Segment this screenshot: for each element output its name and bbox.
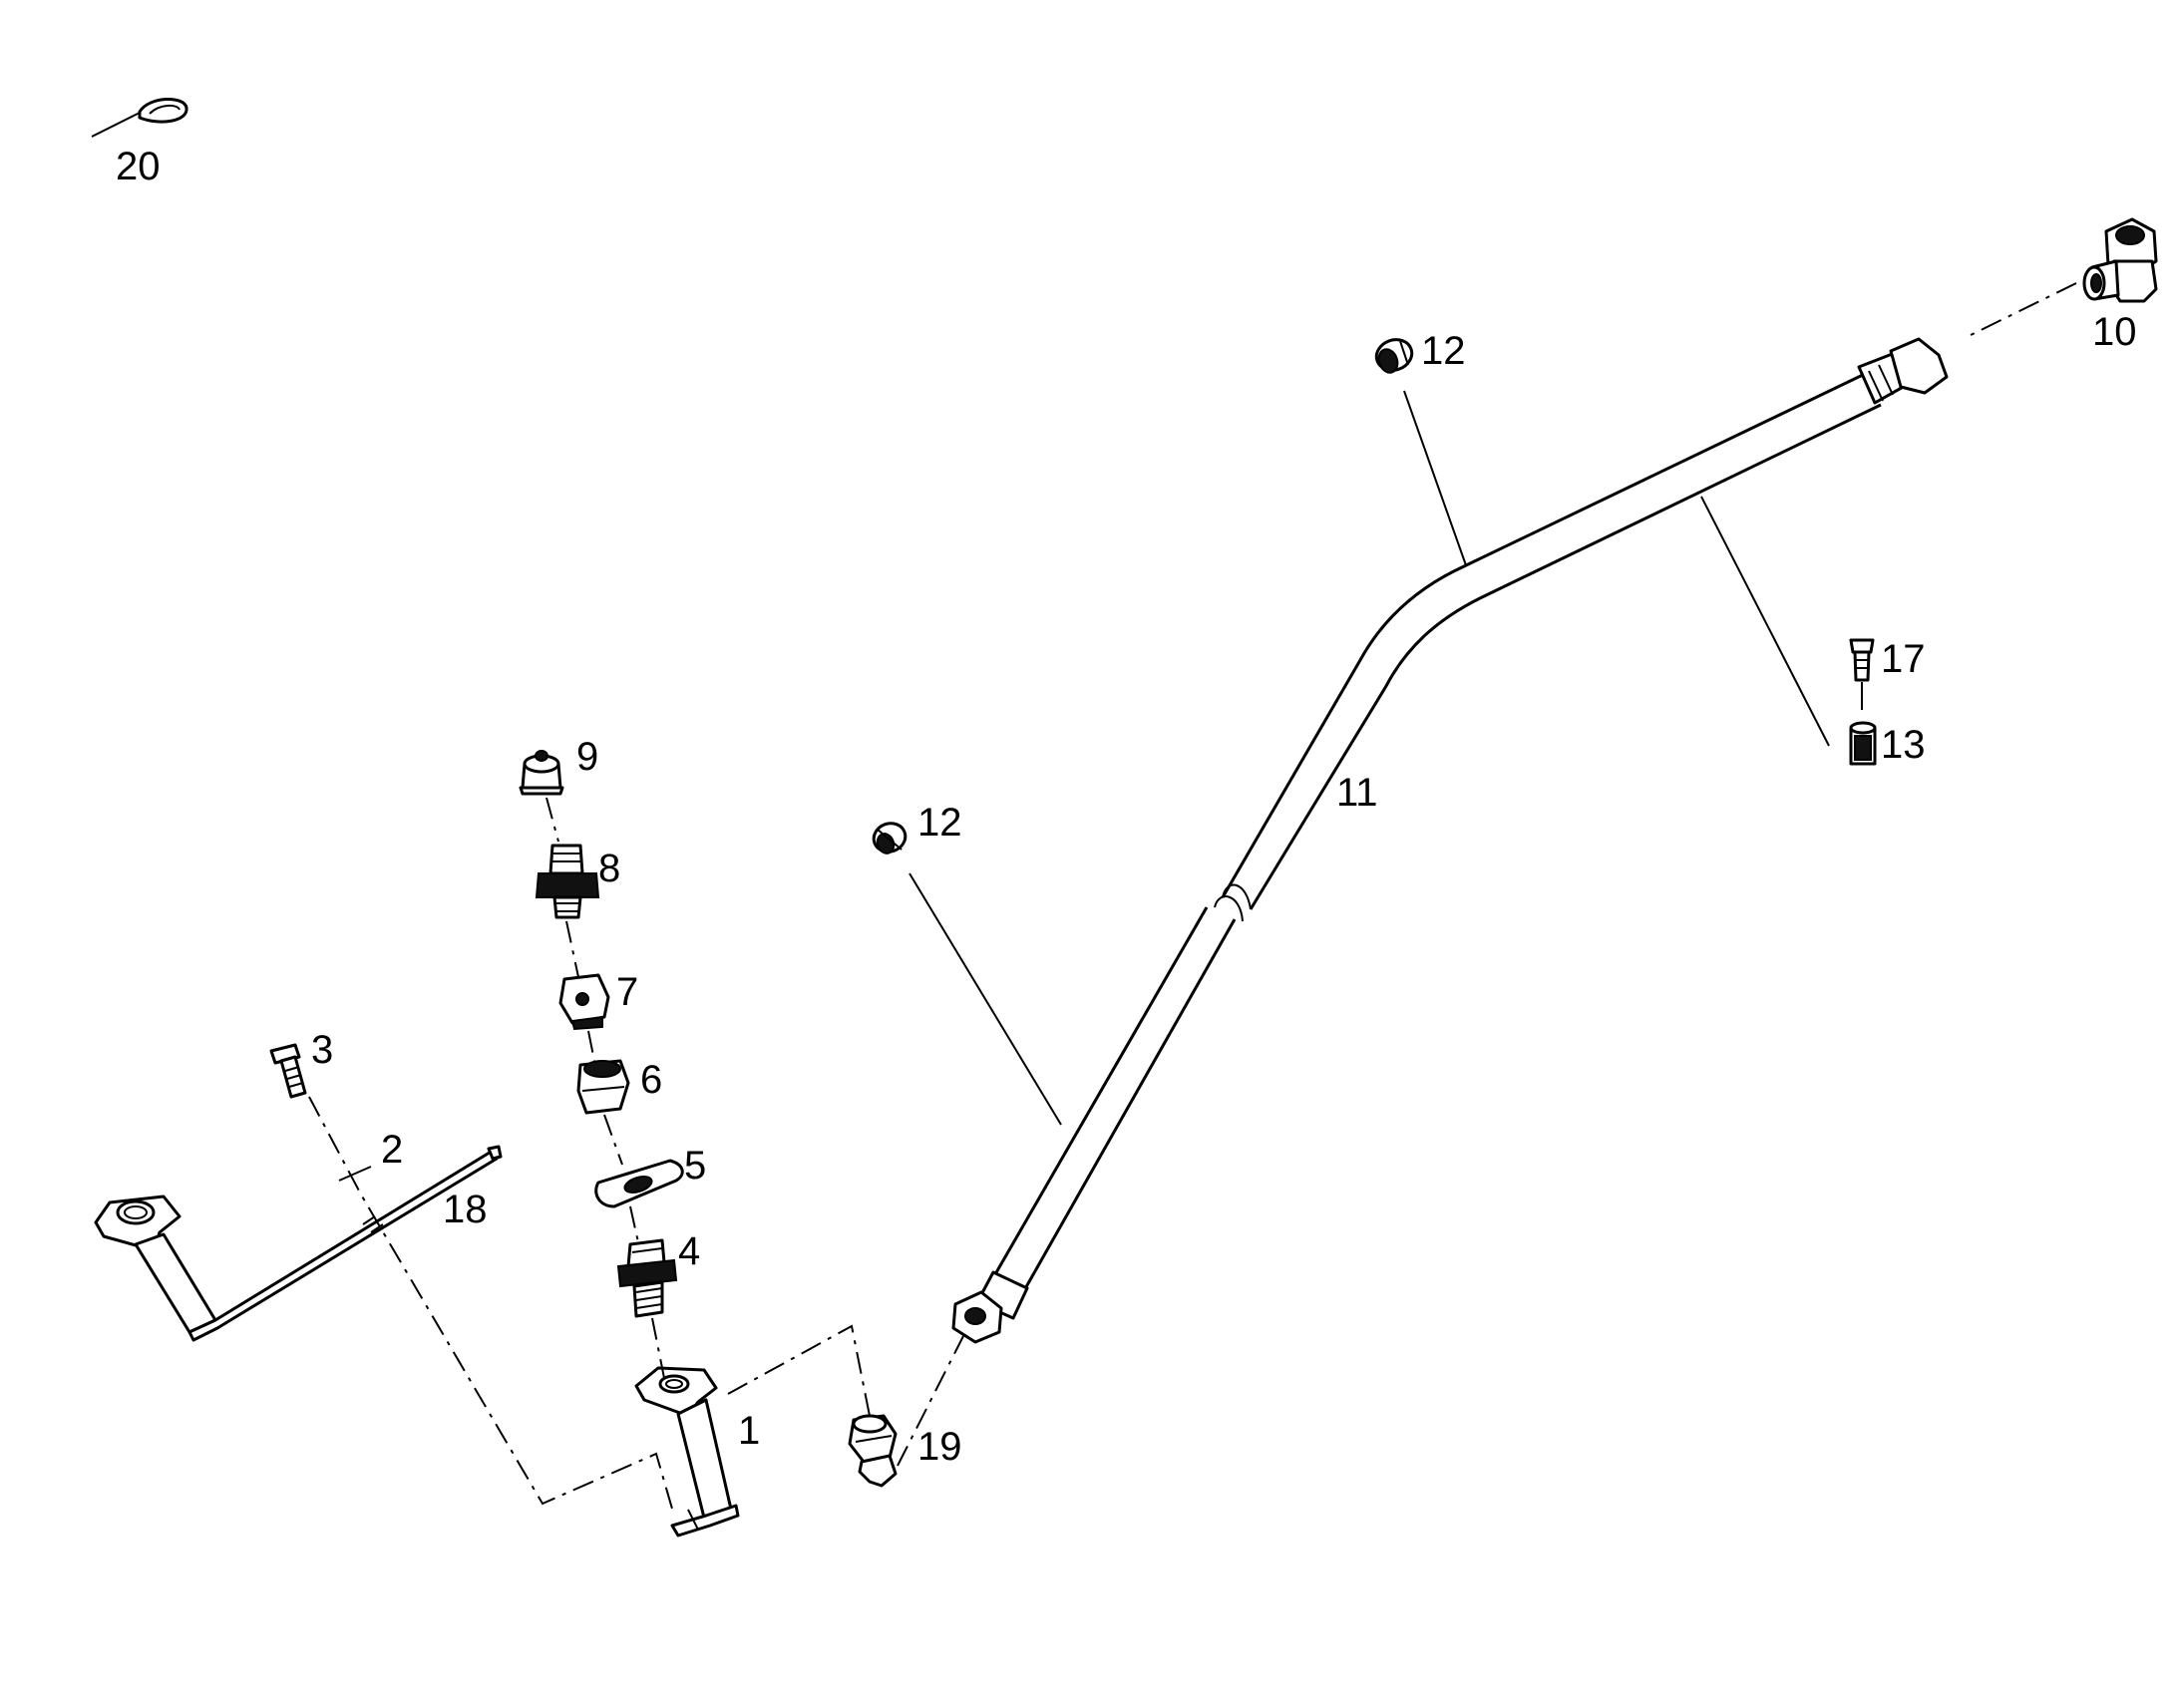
callout-17: 17: [1881, 637, 1926, 681]
leader-12-top: [1403, 390, 1467, 566]
part-6-nut: [576, 1059, 630, 1115]
part-2-washer: [338, 1166, 372, 1182]
callout-1: 1: [738, 1409, 760, 1453]
part-7-union-nut: [558, 973, 610, 1031]
callout-8: 8: [598, 847, 620, 890]
callout-12-lower: 12: [917, 801, 962, 845]
part-5-gasket: [594, 1159, 684, 1208]
dashline-10: [1966, 282, 2077, 338]
callout-13: 13: [1881, 723, 1926, 767]
part-11-pipe: [951, 337, 1949, 1344]
callout-3: 3: [311, 1028, 333, 1072]
part-12-clamp-lower: [872, 822, 908, 854]
part-19-elbow: [848, 1414, 898, 1488]
leader-12-lower: [908, 872, 1062, 1126]
callout-18: 18: [443, 1188, 488, 1231]
part-9-cap: [519, 750, 564, 796]
callout-10: 10: [2092, 310, 2137, 354]
callout-12-top: 12: [1421, 329, 1466, 373]
callout-7: 7: [616, 970, 638, 1014]
callout-5: 5: [684, 1144, 706, 1188]
part-8-adaptor: [535, 844, 600, 919]
leader-11: [1700, 496, 1830, 747]
part-18-bracket: [94, 1145, 503, 1342]
callout-4: 4: [678, 1229, 700, 1273]
callout-19: 19: [917, 1425, 962, 1469]
part-3-bolt: [269, 1043, 307, 1099]
part-12-clamp-top: [1374, 338, 1414, 374]
part-1-bracket: [634, 1366, 740, 1537]
assembly-lines: [308, 797, 964, 1517]
part-10-tee-fitting: [2082, 217, 2158, 303]
part-13-nut: [1849, 721, 1877, 766]
callout-11: 11: [1336, 771, 1378, 815]
callout-20: 20: [116, 145, 161, 188]
part-4-union: [616, 1238, 678, 1318]
part-20-cable-tie: [91, 97, 188, 138]
part-17-bolt: [1849, 638, 1875, 682]
callout-6: 6: [640, 1058, 662, 1102]
callout-2: 2: [381, 1128, 403, 1172]
callout-9: 9: [576, 735, 598, 779]
